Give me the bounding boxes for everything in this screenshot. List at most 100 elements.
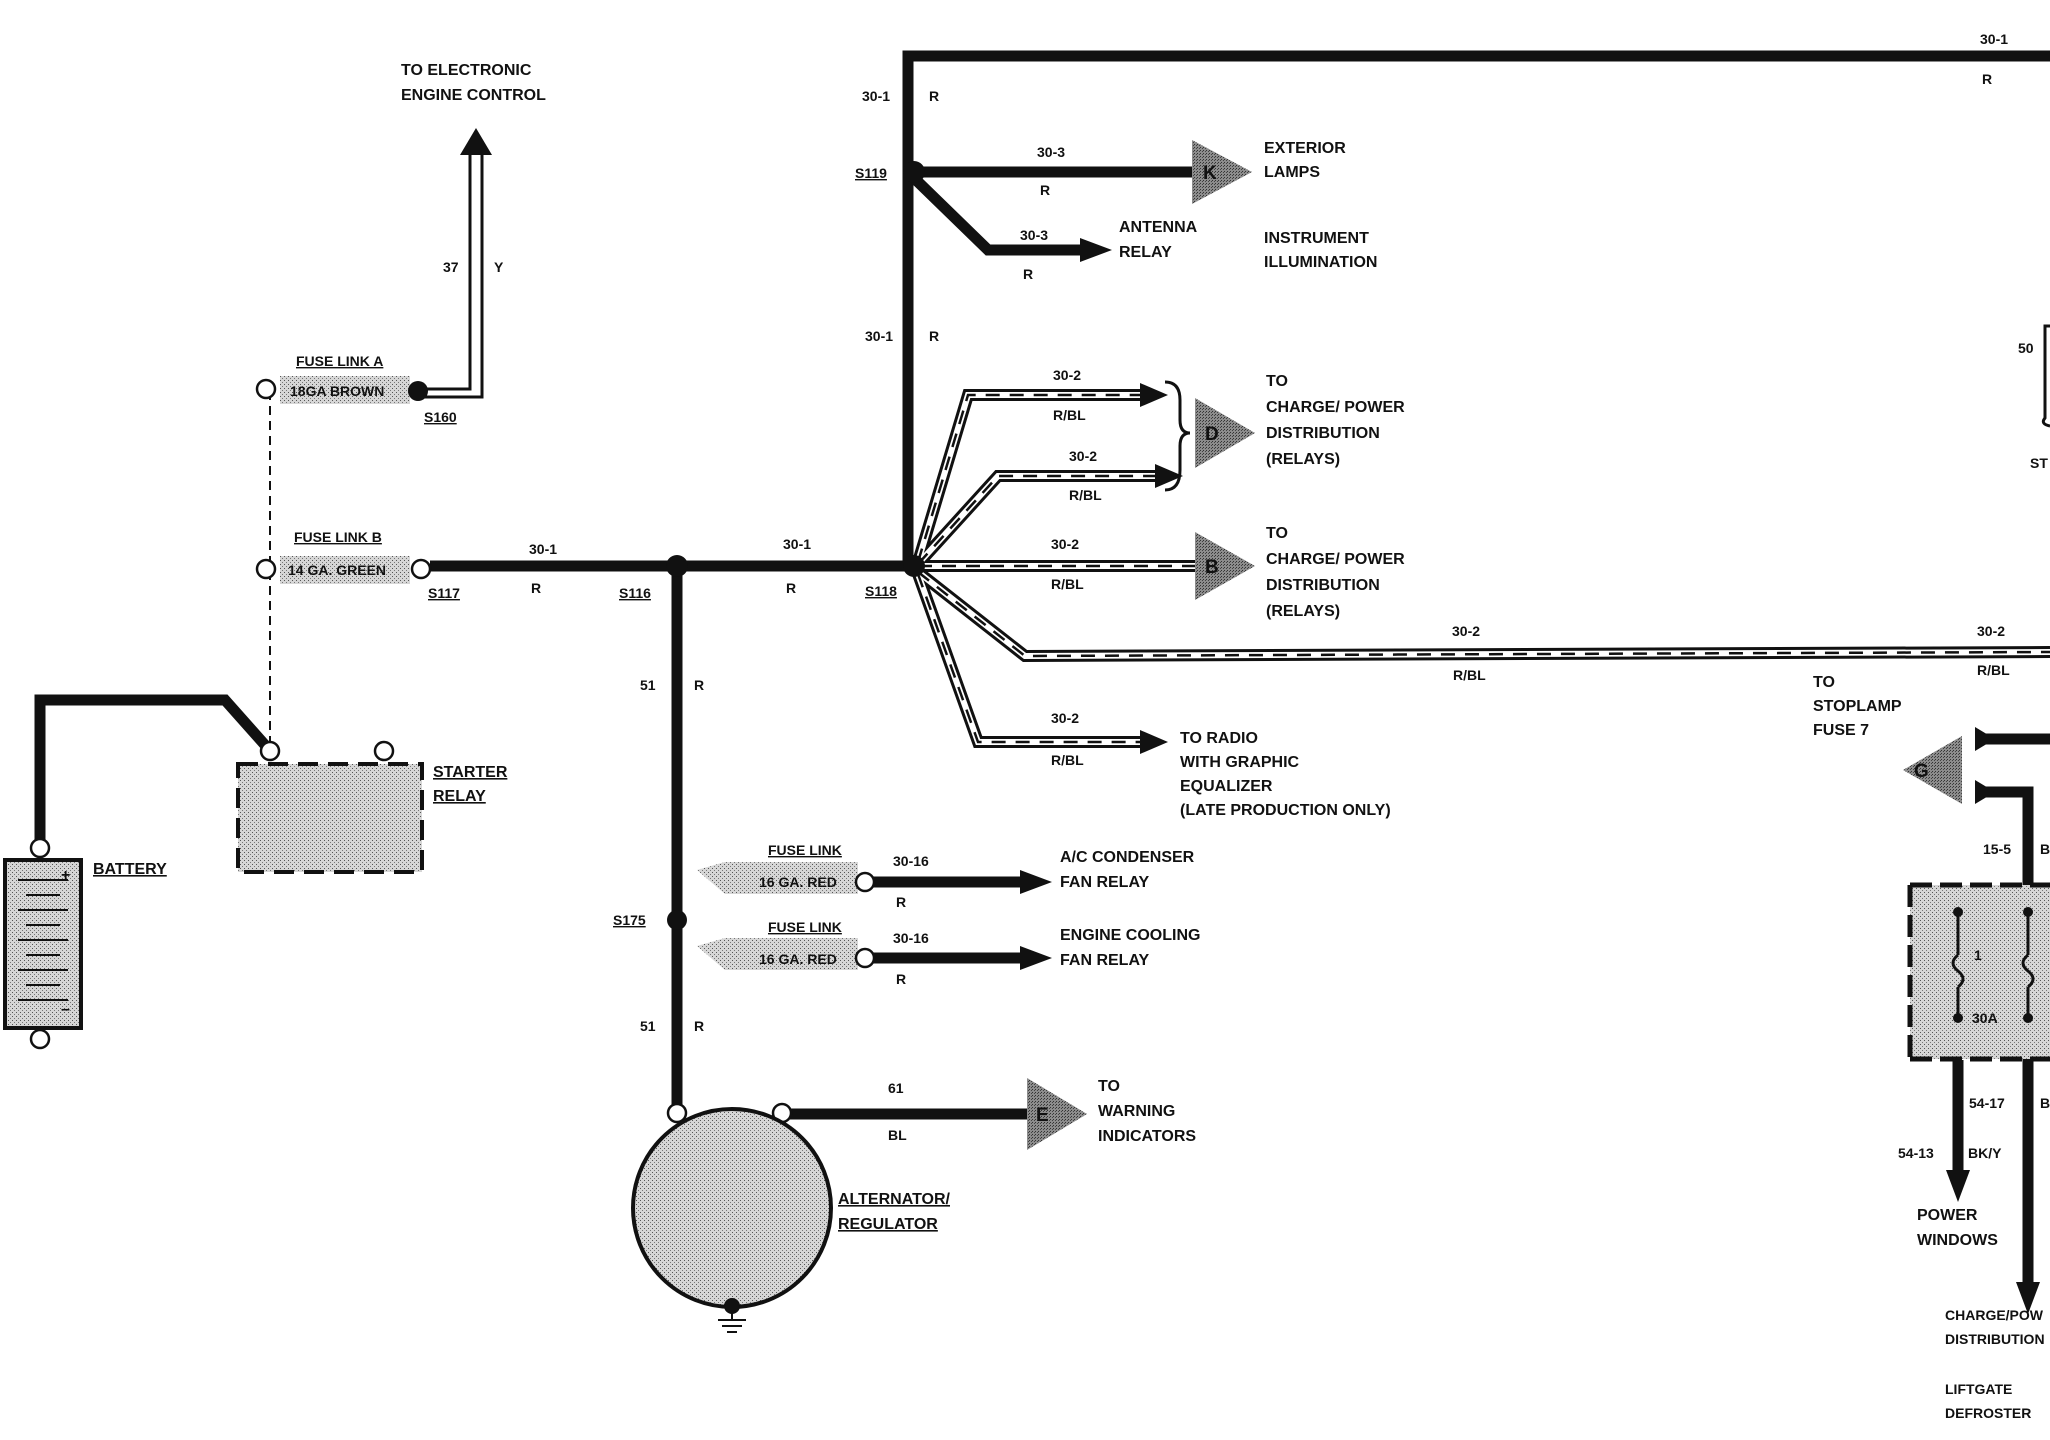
- wire-r-label: R: [896, 971, 906, 987]
- fuse-link-a-box: [280, 376, 410, 404]
- fuse-link-label: FUSE LINK: [768, 842, 842, 858]
- wire-r-label: R: [896, 894, 906, 910]
- wire-rbl-label: R/BL: [1053, 407, 1086, 423]
- wire-37-y: [420, 148, 484, 399]
- splice-s119-label: S119: [855, 165, 887, 181]
- splice-s175-label: S175: [613, 912, 646, 928]
- wire-b-label: B: [2040, 1095, 2050, 1111]
- warning-label-1: WARNING: [1098, 1103, 1175, 1120]
- wire-30-1-label: 30-1: [1980, 31, 2008, 47]
- wire-30-2-label: 30-2: [1452, 623, 1480, 639]
- battery-plus-label: +: [61, 867, 70, 884]
- fuse-number-label: 1: [1974, 947, 1982, 963]
- ac-condenser-label-1: A/C CONDENSER: [1060, 849, 1195, 866]
- alternator-icon: [631, 1107, 833, 1309]
- wire-30-16-label: 30-16: [893, 930, 929, 946]
- fuse-link-b-label: FUSE LINK B: [294, 529, 382, 545]
- wire-r-label: R: [694, 677, 704, 693]
- exterior-lamps-label-1: EXTERIOR: [1264, 140, 1346, 157]
- wire-y-label: Y: [494, 259, 504, 275]
- wire-37-label: 37: [443, 259, 459, 275]
- wire-rbl-label: R/BL: [1069, 487, 1102, 503]
- battery-minus-label: –: [61, 1001, 70, 1018]
- alternator-label-1: ALTERNATOR/: [838, 1191, 951, 1208]
- radio-label-4: (LATE PRODUCTION ONLY): [1180, 802, 1391, 819]
- splice-s160-label: S160: [424, 409, 457, 425]
- engine-cooling-label-2: FAN RELAY: [1060, 952, 1150, 969]
- wire-rbl-label: R/BL: [1051, 576, 1084, 592]
- splice-s118-label: S118: [865, 583, 897, 599]
- wire-rbl-label: R/BL: [1051, 752, 1084, 768]
- wire-r-label: R: [1040, 182, 1050, 198]
- wire-30-2-label: 30-2: [1051, 710, 1079, 726]
- charge-power-b-label-3: (RELAYS): [1266, 603, 1340, 620]
- power-windows-label-2: WINDOWS: [1917, 1232, 1998, 1249]
- arrow-icon: [1140, 383, 1183, 754]
- wire-30-1-label: 30-1: [783, 536, 811, 552]
- charge-power-b-label-1: CHARGE/ POWER: [1266, 551, 1405, 568]
- instrument-illumination-label-2: ILLUMINATION: [1264, 254, 1377, 271]
- connector-k-letter: K: [1203, 163, 1217, 184]
- wire-30-16-label: 30-16: [893, 853, 929, 869]
- fuse-link-a-gauge: 18GA BROWN: [290, 383, 384, 399]
- fuse-link-b-gauge: 14 GA. GREEN: [288, 562, 386, 578]
- warning-label-2: INDICATORS: [1098, 1128, 1196, 1145]
- fuse-link-a-label: FUSE LINK A: [296, 353, 383, 369]
- wire-rbl-label: R/BL: [1977, 662, 2010, 678]
- connector-b-letter: B: [1205, 557, 1219, 578]
- charge-power-d-label-3: (RELAYS): [1266, 451, 1340, 468]
- wire-r-label: R: [1023, 266, 1033, 282]
- stoplamp-label-to: TO: [1813, 674, 1835, 691]
- wire-30-1-label: 30-1: [529, 541, 557, 557]
- wire-30-2-label: 30-2: [1069, 448, 1097, 464]
- starter-relay-label-2: RELAY: [433, 788, 486, 805]
- instrument-illumination-label-1: INSTRUMENT: [1264, 230, 1369, 247]
- wire-r-label: R: [531, 580, 541, 596]
- labels: TO ELECTRONIC ENGINE CONTROL 37 Y FUSE L…: [61, 31, 2050, 1421]
- charge-power-b-label-2: DISTRIBUTION: [1266, 577, 1380, 594]
- wire-30-1-label: 30-1: [862, 88, 890, 104]
- terminal-circles: [29, 378, 876, 1124]
- radio-label-3: EQUALIZER: [1180, 778, 1273, 795]
- splice-s117-label: S117: [428, 585, 460, 601]
- fuse-link-box: [697, 938, 858, 970]
- wire-30-1-label: 30-1: [865, 328, 893, 344]
- splice-dot-icon: [408, 161, 925, 930]
- wire-51-label: 51: [640, 1018, 656, 1034]
- wire-b-label: B: [2040, 841, 2050, 857]
- wire-51-label: 51: [640, 677, 656, 693]
- wire-54-13-label: 54-13: [1898, 1145, 1934, 1161]
- wire-30-3-label: 30-3: [1020, 227, 1048, 243]
- relay-icon: [236, 762, 424, 874]
- antenna-relay-label-2: RELAY: [1119, 244, 1172, 261]
- wire-50-label: 50: [2018, 340, 2034, 356]
- wire-r-label: R: [786, 580, 796, 596]
- charge-power-d-label-1: CHARGE/ POWER: [1266, 399, 1405, 416]
- antenna-relay-label-1: ANTENNA: [1119, 219, 1198, 236]
- connector-d-letter: D: [1205, 424, 1219, 445]
- wire-30-3-label: 30-3: [1037, 144, 1065, 160]
- wire-30-2-label: 30-2: [1053, 367, 1081, 383]
- fuse-link-gauge: 16 GA. RED: [759, 874, 837, 890]
- charge-power-d-label-to: TO: [1266, 373, 1288, 390]
- wire-61-label: 61: [888, 1080, 904, 1096]
- wire-bl-label: BL: [888, 1127, 907, 1143]
- power-windows-label-1: POWER: [1917, 1207, 1978, 1224]
- liftgate-label-1: LIFTGATE: [1945, 1381, 2012, 1397]
- wire-30-2-label: 30-2: [1051, 536, 1079, 552]
- wire-r-label: R: [1982, 71, 1992, 87]
- arrow-icon: [1020, 238, 2040, 1314]
- wire-30-2-striped: [912, 389, 2050, 748]
- st-label: ST: [2030, 455, 2048, 471]
- charge-power-right-label-1: CHARGE/POW: [1945, 1307, 2044, 1323]
- stoplamp-label-2: FUSE 7: [1813, 722, 1869, 739]
- charge-power-right-label-2: DISTRIBUTION: [1945, 1331, 2045, 1347]
- connector-triangle-icon: [1027, 140, 1962, 1150]
- stoplamp-label-1: STOPLAMP: [1813, 698, 1902, 715]
- wire-r-label: R: [929, 88, 939, 104]
- st-wire: [2041, 324, 2050, 428]
- fuse-link-b-box: [280, 556, 410, 584]
- charge-power-d-label-2: DISTRIBUTION: [1266, 425, 1380, 442]
- warning-label-to: TO: [1098, 1078, 1120, 1095]
